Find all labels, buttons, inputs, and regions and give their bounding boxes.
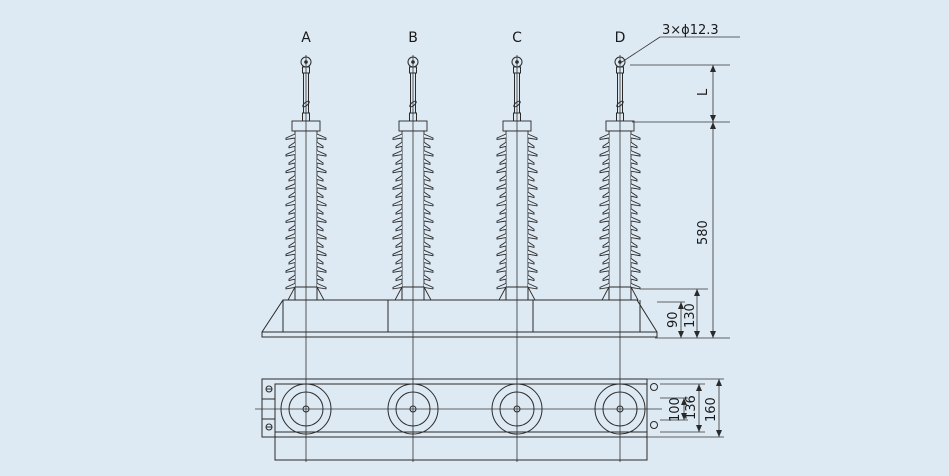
- arrester-unit: A: [285, 30, 327, 462]
- dimension-136: 136: [684, 395, 699, 420]
- arrester-unit: B: [392, 30, 434, 462]
- insulator-footprint: [491, 383, 543, 435]
- dimension-annotations: 3×ϕ12.3 L 580 130 90 160 136 100: [621, 23, 740, 438]
- dimension-130: 130: [683, 303, 698, 328]
- insulator-footprint: [594, 383, 646, 435]
- dimension-160: 160: [704, 397, 719, 422]
- mounting-hole: [265, 423, 273, 431]
- phase-label: A: [301, 30, 311, 46]
- base-frame: [261, 299, 658, 338]
- front-elevation-view: A B C D: [261, 30, 658, 462]
- insulator-footprint: [280, 383, 332, 435]
- phase-label: D: [615, 30, 626, 46]
- phase-label: C: [512, 30, 522, 46]
- insulator-footprint: [387, 383, 439, 435]
- arrester-unit: C: [496, 30, 538, 462]
- dimension-580: 580: [696, 220, 711, 245]
- dimension-l: L: [696, 88, 711, 96]
- plan-view: [255, 378, 662, 461]
- dimension-100: 100: [668, 397, 683, 422]
- dimension-90: 90: [666, 311, 681, 328]
- arrester-unit: D: [599, 30, 641, 462]
- phase-label: B: [408, 30, 418, 46]
- mounting-hole: [650, 421, 658, 429]
- mounting-hole: [650, 383, 658, 391]
- mounting-hole: [265, 385, 273, 393]
- hole-callout: 3×ϕ12.3: [662, 23, 719, 38]
